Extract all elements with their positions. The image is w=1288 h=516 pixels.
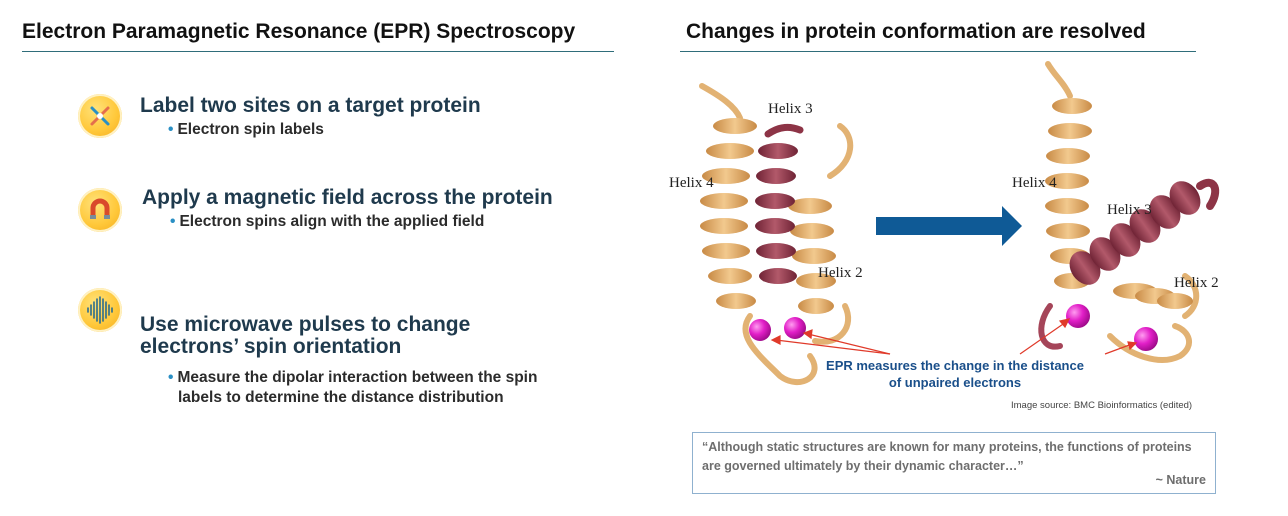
waveform-icon [78, 288, 122, 332]
step-3-bullet-line1: •Measure the dipolar interaction between… [168, 369, 538, 386]
spin-label-before-2 [784, 317, 806, 339]
crossed-tools-icon [78, 94, 122, 138]
distance-annotation-arrows [770, 318, 1138, 355]
protein-conformation-illustration [699, 61, 1220, 385]
helix4-label-before: Helix 4 [669, 175, 714, 191]
quote-line1: “Although static structures are known fo… [702, 440, 1192, 454]
protein-before [699, 83, 854, 385]
epr-caption: EPR measures the change in the distance … [820, 357, 1090, 391]
spin-label-after-1 [1066, 304, 1090, 328]
step-3-bullet-line2: labels to determine the distance distrib… [178, 389, 504, 406]
spin-label-before-1 [749, 319, 771, 341]
step-3-title-line2: electrons’ spin orientation [140, 335, 402, 358]
step-1-title: Label two sites on a target protein [140, 94, 481, 117]
conformation-change-arrow [876, 206, 1022, 246]
helix3-label-before: Helix 3 [768, 101, 813, 117]
quote-box: “Although static structures are known fo… [692, 432, 1216, 494]
right-title: Changes in protein conformation are reso… [686, 20, 1146, 43]
step-3-title-line1: Use microwave pulses to change [140, 313, 471, 336]
step-2-bullet: •Electron spins align with the applied f… [170, 213, 485, 230]
right-title-underline [680, 51, 1196, 52]
helix2-label-after: Helix 2 [1174, 275, 1219, 291]
helix2-label-before: Helix 2 [818, 265, 863, 281]
epr-caption-line2: of unpaired electrons [888, 375, 1022, 390]
left-title-underline [22, 51, 614, 52]
magnet-icon [78, 188, 122, 232]
spin-label-after-2 [1134, 327, 1158, 351]
epr-caption-line1: EPR measures the change in the distance [826, 358, 1084, 373]
left-title: Electron Paramagnetic Resonance (EPR) Sp… [22, 20, 576, 43]
quote-attribution: ~ Nature [1155, 473, 1206, 487]
protein-after [1038, 61, 1220, 363]
step-2-title: Apply a magnetic field across the protei… [142, 186, 553, 209]
quote-line2: are governed ultimately by their dynamic… [702, 459, 1024, 473]
helix3-label-after: Helix 3 [1107, 202, 1152, 218]
image-source: Image source: BMC Bioinformatics (edited… [1011, 400, 1193, 411]
helix4-label-after: Helix 4 [1012, 175, 1057, 191]
step-1-bullet: •Electron spin labels [168, 121, 324, 138]
